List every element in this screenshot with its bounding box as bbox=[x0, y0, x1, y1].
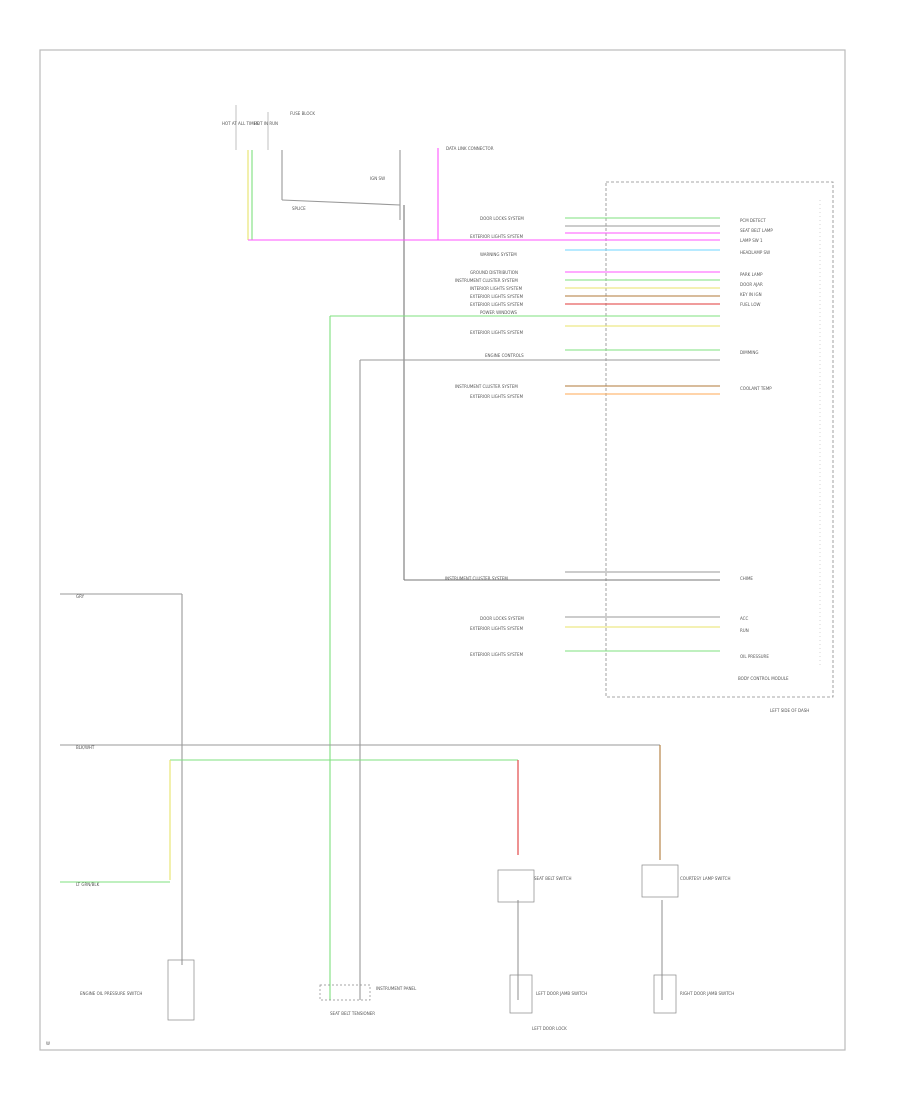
system-label: EXTERIOR LIGHTS SYSTEM bbox=[470, 330, 524, 335]
module-location: LEFT SIDE OF DASH bbox=[770, 708, 809, 713]
module-labels: PCM DETECT SEAT BELT LAMP LAMP SW 1 HEAD… bbox=[738, 218, 809, 713]
component-label: COURTESY LAMP SWITCH bbox=[680, 876, 730, 881]
module-pin-label: OIL PRESSURE bbox=[740, 654, 769, 659]
component-label: ENGINE OIL PRESSURE SWITCH bbox=[80, 991, 142, 996]
system-label: POWER WINDOWS bbox=[480, 310, 517, 315]
system-label: EXTERIOR LIGHTS SYSTEM bbox=[470, 626, 524, 631]
system-label: ENGINE CONTROLS bbox=[485, 353, 524, 358]
system-label: DOOR LOCKS SYSTEM bbox=[480, 216, 524, 221]
system-label: GROUND DISTRIBUTION bbox=[470, 270, 518, 275]
component-label: SEAT BELT SWITCH bbox=[534, 876, 572, 881]
component-label: LEFT DOOR LOCK bbox=[532, 1026, 567, 1031]
left-labels: GRY BLK/WHT LT GRN/BLK bbox=[76, 594, 100, 887]
diagram-frame bbox=[39, 49, 846, 1051]
module-pin-label: SEAT BELT LAMP bbox=[740, 228, 773, 233]
component-label: INSTRUMENT PANEL bbox=[376, 986, 417, 991]
label-hot-in-run: HOT IN RUN bbox=[254, 121, 278, 126]
label-splice: SPLICE bbox=[292, 206, 306, 211]
label-data-link: DATA LINK CONNECTOR bbox=[446, 146, 494, 151]
system-label: INSTRUMENT CLUSTER SYSTEM bbox=[445, 576, 508, 581]
module-pin-label: DOOR AJAR bbox=[740, 282, 763, 287]
module-pin-label: CHIME bbox=[740, 576, 753, 581]
module-pin-label: LAMP SW 1 bbox=[740, 238, 763, 243]
system-label: EXTERIOR LIGHTS SYSTEM bbox=[470, 234, 524, 239]
module-pin-label: HEADLAMP SW bbox=[740, 250, 770, 255]
module-pin-label: PCM DETECT bbox=[740, 218, 766, 223]
system-label: WARNING SYSTEM bbox=[480, 252, 517, 257]
system-labels: DOOR LOCKS SYSTEM EXTERIOR LIGHTS SYSTEM… bbox=[445, 216, 524, 657]
system-label: EXTERIOR LIGHTS SYSTEM bbox=[470, 294, 524, 299]
module-pin-label: ACC bbox=[740, 616, 748, 621]
bottom-labels: ENGINE OIL PRESSURE SWITCH SEAT BELT SWI… bbox=[80, 876, 734, 1031]
bottom-switches bbox=[167, 864, 679, 1021]
left-wire-label: LT GRN/BLK bbox=[76, 882, 100, 887]
system-label: INSTRUMENT CLUSTER SYSTEM bbox=[455, 278, 518, 283]
module-pin-label: FUEL LOW bbox=[740, 302, 760, 307]
label-ign-sw: IGN SW bbox=[370, 176, 385, 181]
module-pin-label: DIMMING bbox=[740, 350, 758, 355]
top-fuse-block bbox=[235, 105, 565, 580]
module-wires bbox=[330, 217, 720, 652]
component-label: RIGHT DOOR JAMB SWITCH bbox=[680, 991, 734, 996]
top-labels: HOT AT ALL TIMES HOT IN RUN FUSE BLOCK S… bbox=[222, 111, 494, 211]
module-pin-label: RUN bbox=[740, 628, 749, 633]
system-label: EXTERIOR LIGHTS SYSTEM bbox=[470, 652, 524, 657]
system-label: EXTERIOR LIGHTS SYSTEM bbox=[470, 394, 524, 399]
left-wire-label: GRY bbox=[76, 594, 85, 599]
system-label: EXTERIOR LIGHTS SYSTEM bbox=[470, 302, 524, 307]
label-fuse-block: FUSE BLOCK bbox=[290, 111, 315, 116]
module-pin-label: PARK LAMP bbox=[740, 272, 763, 277]
diagram-ref: W bbox=[46, 1041, 50, 1046]
lower-wiring bbox=[60, 316, 663, 1000]
label-hot-at-all-times: HOT AT ALL TIMES bbox=[222, 121, 259, 126]
system-label: DOOR LOCKS SYSTEM bbox=[480, 616, 524, 621]
module-box bbox=[605, 181, 834, 698]
system-label: INSTRUMENT CLUSTER SYSTEM bbox=[455, 384, 518, 389]
module-pin-label: COOLANT TEMP bbox=[740, 386, 772, 391]
component-label: LEFT DOOR JAMB SWITCH bbox=[536, 991, 587, 996]
system-label: INTERIOR LIGHTS SYSTEM bbox=[470, 286, 523, 291]
left-wire-label: BLK/WHT bbox=[76, 745, 95, 750]
module-pin-label: KEY IN IGN bbox=[740, 292, 762, 297]
component-label: SEAT BELT TENSIONER bbox=[330, 1011, 375, 1016]
module-name: BODY CONTROL MODULE bbox=[738, 676, 789, 681]
